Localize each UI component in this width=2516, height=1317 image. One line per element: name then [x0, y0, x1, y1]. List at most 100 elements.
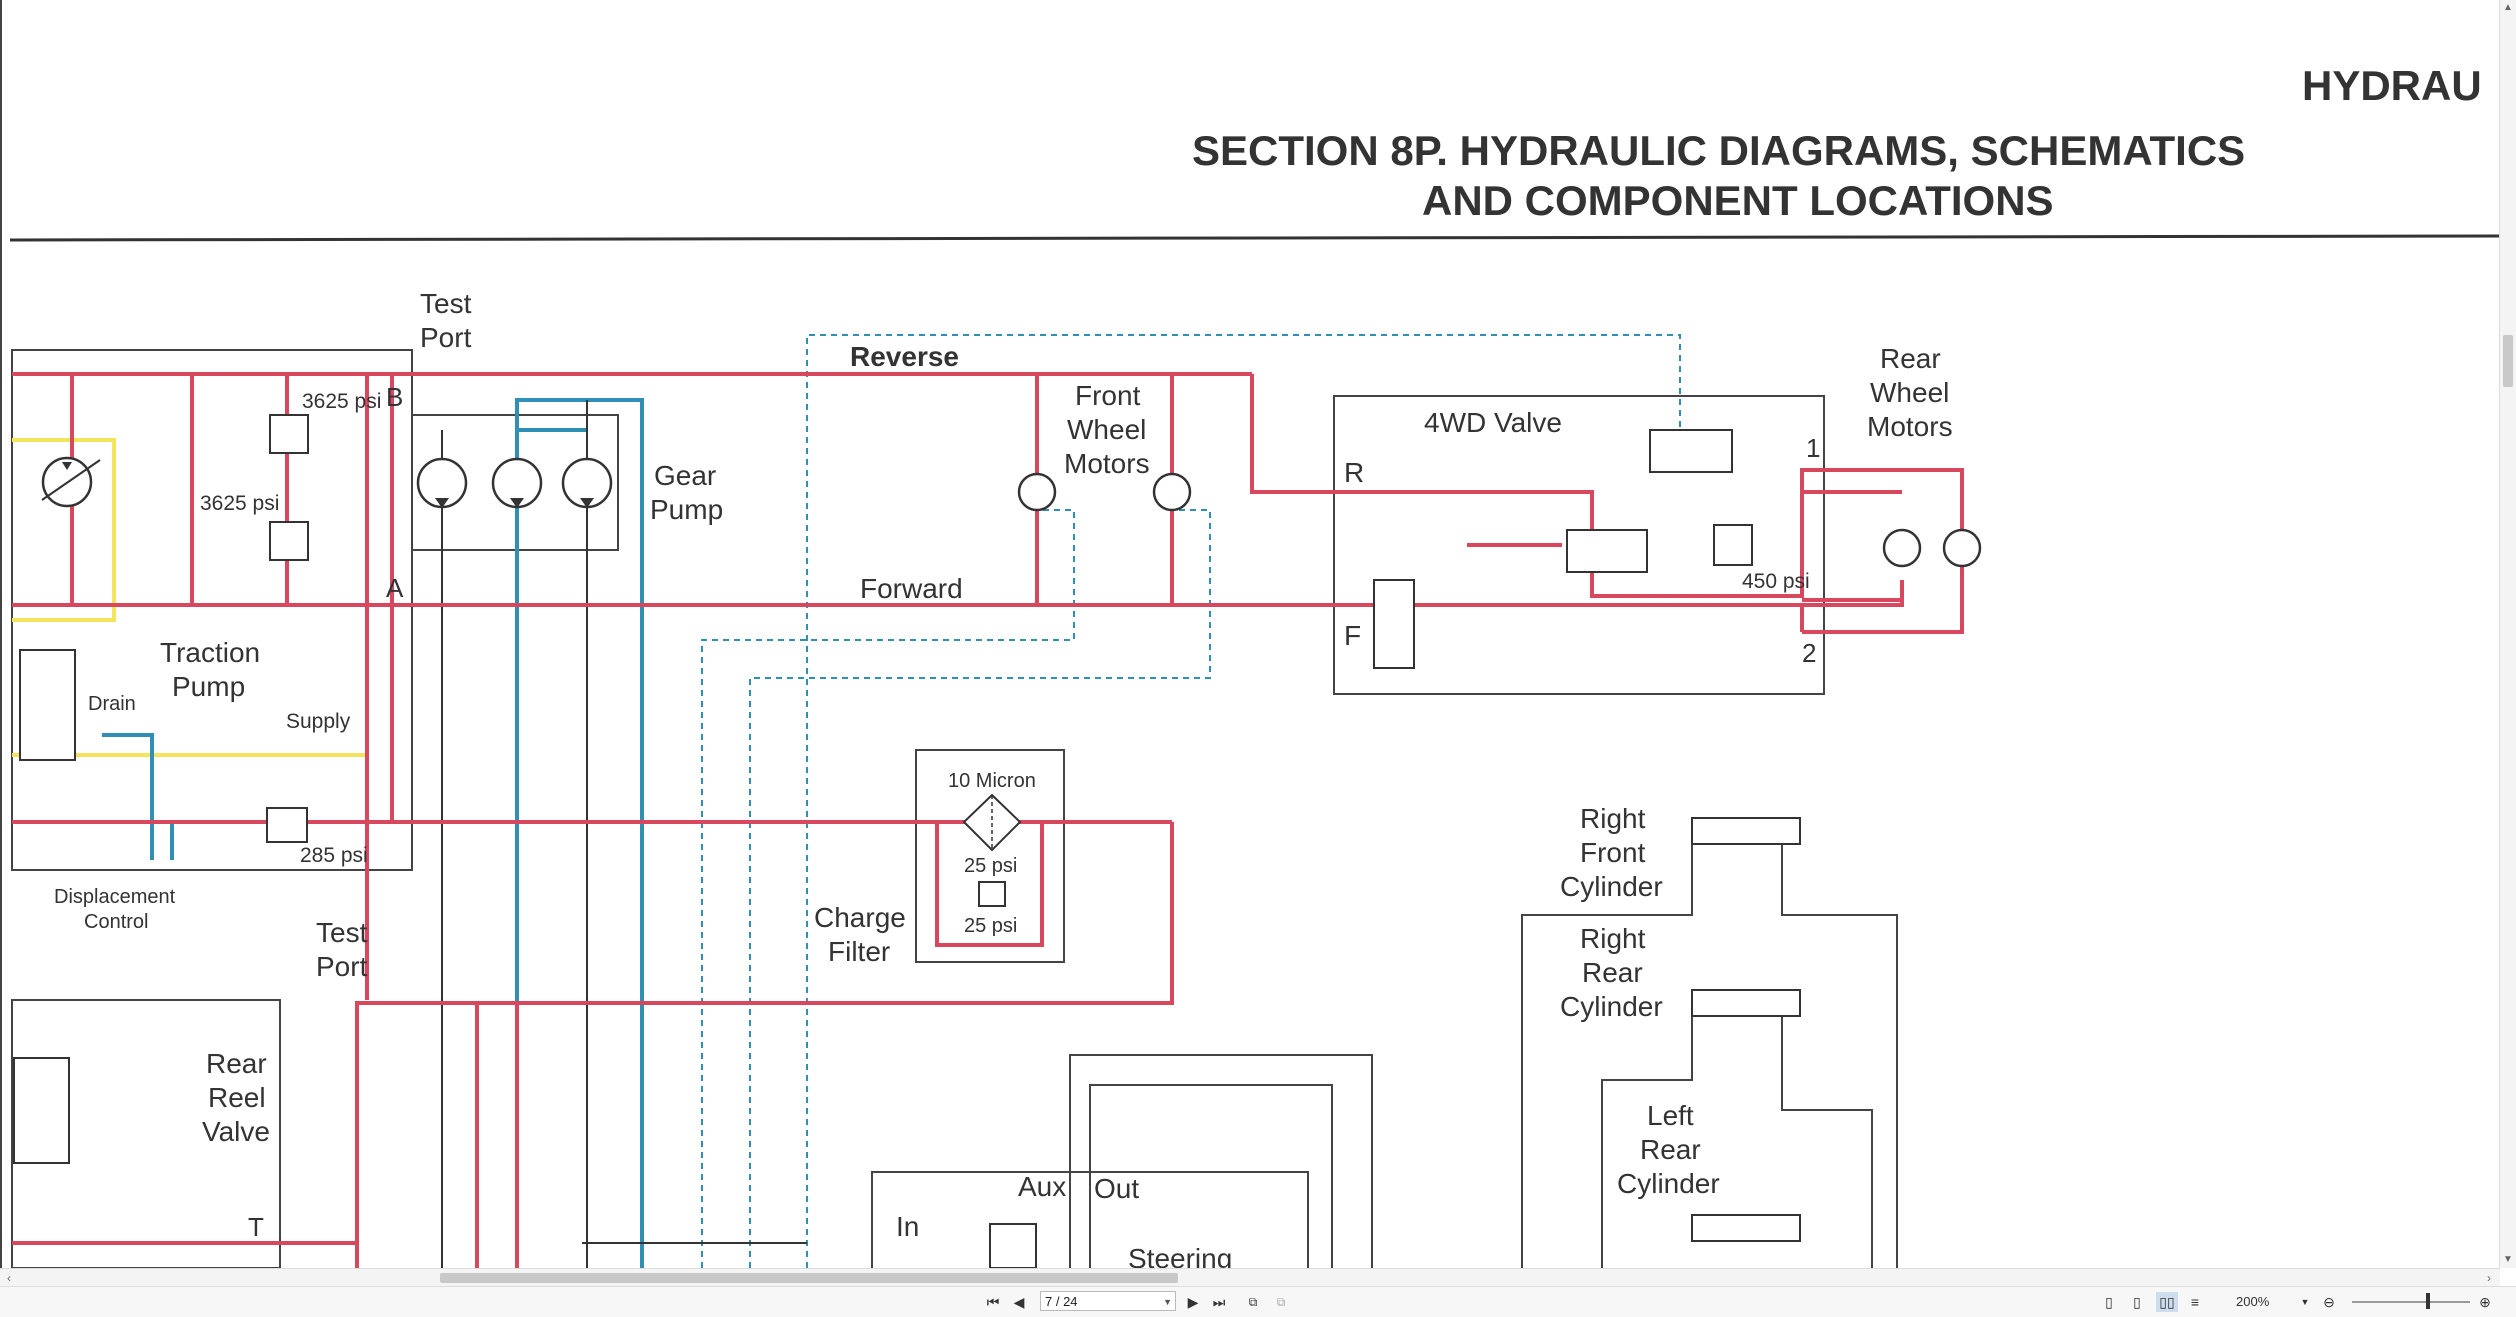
zoom-out-icon[interactable]: ⊖: [2323, 1294, 2335, 1310]
charge-filter-2: Filter: [828, 936, 890, 967]
front-wheel-3: Motors: [1064, 448, 1150, 479]
rear-reel-valve-1: Rear: [206, 1048, 267, 1079]
gear-pump-1: Gear: [654, 460, 716, 491]
in-label: In: [896, 1211, 919, 1242]
fourwd-valve-label: 4WD Valve: [1424, 407, 1562, 438]
corner-title: HYDRAU: [2302, 62, 2482, 109]
page-number-value: 7 / 24: [1045, 1294, 1078, 1309]
zoom-level: 200%: [2236, 1294, 2270, 1309]
rear-wheel-motors: [1882, 528, 1982, 568]
port-2: 2: [1802, 638, 1816, 668]
scroll-right-icon[interactable]: ›: [2487, 1271, 2491, 1285]
hydraulic-schematic: HYDRAU SECTION 8P. HYDRAULIC DIAGRAMS, S…: [9, 62, 2500, 1268]
front-wheel-2: Wheel: [1067, 414, 1146, 445]
supply-label: Supply: [286, 710, 351, 733]
component-boxes: [11, 349, 1898, 1268]
out-label: Out: [1094, 1173, 1139, 1204]
port-b: B: [386, 382, 403, 412]
right-front-cyl-1: Right: [1580, 803, 1646, 834]
reverse-label: Reverse: [850, 341, 959, 372]
diagram-labels: Test Port B A 3625 psi 3625 psi Gear Pum…: [54, 288, 1953, 1268]
pilot-lines: [701, 334, 1681, 1268]
rotate-icon[interactable]: ⧉: [1248, 1295, 1258, 1309]
header-rule: [9, 234, 2500, 242]
rear-reel-valve-3: Valve: [202, 1116, 270, 1147]
charge-filter-1: Charge: [814, 902, 906, 933]
port-a: A: [386, 573, 404, 603]
right-rear-cyl-2: Rear: [1582, 957, 1643, 988]
front-wheel-motors: [1017, 472, 1192, 512]
return-lines: [102, 398, 644, 1268]
steering-label: Steering: [1128, 1243, 1232, 1268]
copy-icon[interactable]: ⧉: [1276, 1295, 1286, 1309]
traction-pump-1: Traction: [160, 637, 260, 668]
drain-label: Drain: [88, 693, 136, 715]
scroll-left-icon[interactable]: ‹: [7, 1271, 11, 1285]
reflow-icon[interactable]: ≡: [2190, 1294, 2200, 1310]
right-front-cyl-2: Front: [1580, 837, 1646, 868]
cylinders: [1691, 817, 1801, 1242]
filter-25b-label: 25 psi: [964, 915, 1017, 937]
port-f: F: [1344, 620, 1361, 651]
test-port-bottom-2: Port: [316, 951, 368, 982]
prev-page-icon[interactable]: ◀: [1013, 1294, 1025, 1310]
last-page-icon[interactable]: ⏭: [1212, 1294, 1226, 1310]
test-port-bottom-1: Test: [316, 917, 368, 948]
right-rear-cyl-3: Cylinder: [1560, 991, 1663, 1022]
forward-label: Forward: [860, 573, 963, 604]
zoom-slider-handle[interactable]: [2426, 1293, 2430, 1309]
first-page-icon[interactable]: ⏮: [986, 1294, 1000, 1310]
scroll-up-icon[interactable]: ▲: [2503, 2, 2513, 13]
horizontal-scroll-thumb[interactable]: [440, 1273, 1178, 1283]
displacement-control-2: Control: [84, 911, 148, 933]
ten-micron-label: 10 Micron: [948, 770, 1036, 792]
gear-pump-2: Pump: [650, 494, 723, 525]
vertical-scroll-thumb[interactable]: [2503, 335, 2513, 387]
port-1: 1: [1806, 433, 1820, 463]
zoom-dropdown-icon[interactable]: ▼: [2300, 1297, 2310, 1307]
test-port-top-1: Test: [420, 288, 472, 319]
port-r: R: [1344, 457, 1364, 488]
rear-reel-valve-2: Reel: [208, 1082, 266, 1113]
document-page: HYDRAU SECTION 8P. HYDRAULIC DIAGRAMS, S…: [0, 0, 2500, 1268]
relief-mid-label: 3625 psi: [200, 492, 279, 515]
aux-label: Aux: [1018, 1171, 1066, 1202]
pressure-lines: [12, 372, 1964, 1268]
section-title-line1: SECTION 8P. HYDRAULIC DIAGRAMS, SCHEMATI…: [1192, 127, 2245, 174]
test-port-top-2: Port: [420, 322, 472, 353]
filter-25a-label: 25 psi: [964, 855, 1017, 877]
traction-pump-2: Pump: [172, 671, 245, 702]
right-rear-cyl-1: Right: [1580, 923, 1646, 954]
horizontal-scrollbar[interactable]: ‹ ›: [0, 1268, 2500, 1287]
displacement-control-1: Displacement: [54, 886, 176, 908]
single-page-icon[interactable]: ▯: [2105, 1294, 2113, 1310]
charge-filter-symbol: [962, 793, 1022, 907]
front-wheel-1: Front: [1075, 380, 1141, 411]
rear-wheel-3: Motors: [1867, 411, 1953, 442]
left-rear-cyl-3: Cylinder: [1617, 1168, 1720, 1199]
left-rear-cyl-2: Rear: [1640, 1134, 1701, 1165]
relief-top-label: 3625 psi: [302, 390, 381, 413]
page-dropdown-icon[interactable]: ▼: [1163, 1297, 1172, 1307]
rear-wheel-2: Wheel: [1870, 377, 1949, 408]
section-title-line2: AND COMPONENT LOCATIONS: [1422, 177, 2054, 224]
rear-wheel-1: Rear: [1880, 343, 1941, 374]
scroll-down-icon[interactable]: ▼: [2503, 1254, 2513, 1265]
zoom-slider[interactable]: [2352, 1301, 2470, 1303]
relief-285-label: 285 psi: [300, 844, 368, 867]
zoom-in-icon[interactable]: ⊕: [2479, 1294, 2491, 1310]
bottom-toolbar: ⏮ ◀ 7 / 24 ▼ ▶ ⏭ ⧉ ⧉ ▯ ▯ ▯▯ ≡ 200% ▼ ⊖ ⊕: [0, 1286, 2516, 1317]
vertical-scrollbar[interactable]: ▲ ▼: [2499, 0, 2516, 1268]
traction-pump-symbol: [41, 456, 101, 508]
next-page-icon[interactable]: ▶: [1187, 1294, 1199, 1310]
port-t: T: [248, 1212, 264, 1242]
continuous-page-icon[interactable]: ▯: [2133, 1294, 2141, 1310]
drain-lines: [102, 400, 807, 1268]
facing-pages-icon[interactable]: ▯▯: [2156, 1292, 2178, 1312]
right-front-cyl-3: Cylinder: [1560, 871, 1663, 902]
page-number-input[interactable]: 7 / 24 ▼: [1040, 1291, 1176, 1311]
relief-450-label: 450 psi: [1742, 570, 1810, 593]
gear-pump-symbols: [416, 457, 613, 509]
relief-valves: [13, 414, 1753, 1268]
